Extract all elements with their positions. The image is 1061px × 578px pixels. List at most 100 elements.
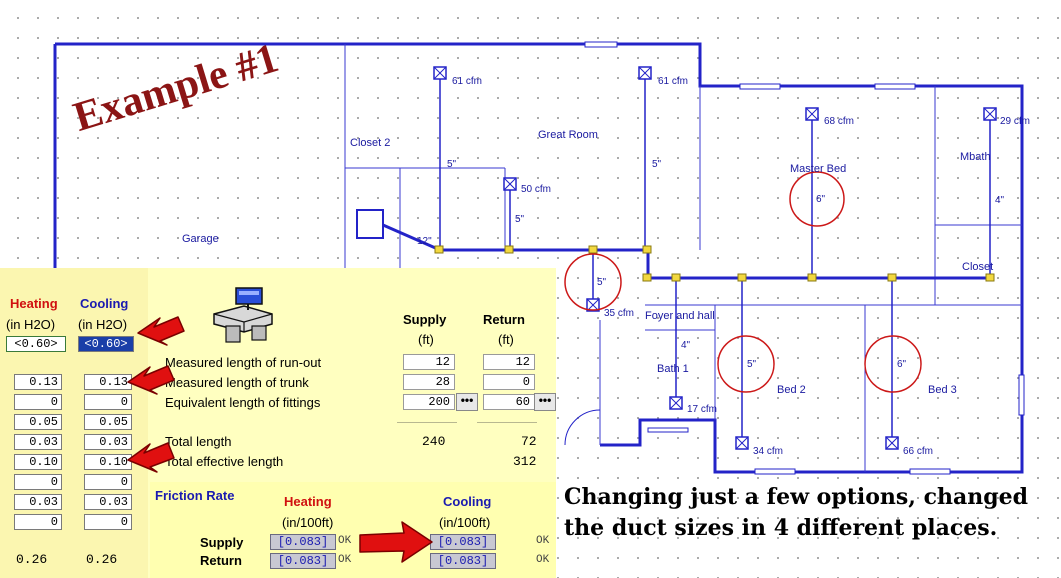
room-label-bed3: Bed 3 bbox=[928, 384, 957, 396]
duct-size-label: 4" bbox=[681, 340, 691, 351]
heating-unit: (in H2O) bbox=[6, 317, 56, 332]
cfm-label: 50 cfm bbox=[521, 184, 551, 195]
friction-heating-unit: (in/100ft) bbox=[282, 515, 334, 530]
friction-cooling-unit: (in/100ft) bbox=[439, 515, 491, 530]
room-label-garage: Garage bbox=[182, 233, 219, 245]
duct-size-label: 5" bbox=[652, 159, 662, 170]
duct-size-label: 5" bbox=[597, 277, 607, 288]
cfm-label: 29 cfm bbox=[1000, 116, 1030, 127]
friction-rate-title: Friction Rate bbox=[155, 488, 235, 503]
cfm-label: 66 cfm bbox=[903, 446, 933, 457]
cooling-top-value[interactable]: <0.60> bbox=[78, 336, 134, 352]
return-value[interactable]: 0 bbox=[483, 374, 535, 390]
heating-value[interactable]: 0.03 bbox=[14, 434, 62, 450]
cooling-value[interactable]: 0.13 bbox=[84, 374, 132, 390]
total-length-supply: 240 bbox=[422, 434, 446, 449]
cooling-value[interactable]: 0.10 bbox=[84, 454, 132, 470]
highlight-circle bbox=[717, 335, 775, 393]
duct-calc-panel: Heating Cooling (in H2O) (in H2O) <0.60>… bbox=[0, 268, 556, 578]
room-label-mbath: Mbath bbox=[960, 151, 991, 163]
cooling-value[interactable]: 0.03 bbox=[84, 434, 132, 450]
heating-supply-rate[interactable]: [0.083] bbox=[270, 534, 336, 550]
status-ok: OK bbox=[536, 535, 550, 547]
duct-fittings-icon bbox=[213, 287, 273, 343]
duct-size-label: 5" bbox=[747, 359, 757, 370]
return-fittings-button[interactable]: ••• bbox=[534, 393, 556, 411]
friction-rate-section: Friction Rate Heating Cooling (in/100ft)… bbox=[150, 482, 556, 578]
friction-cooling-header: Cooling bbox=[443, 494, 492, 509]
red-arrow-icon bbox=[127, 442, 175, 473]
heating-value[interactable]: 0.05 bbox=[14, 414, 62, 430]
cooling-unit: (in H2O) bbox=[78, 317, 128, 332]
total-length-label: Total length bbox=[165, 434, 232, 449]
cfm-label: 61 cfm bbox=[658, 76, 688, 87]
cfm-label: 17 cfm bbox=[687, 404, 717, 415]
supply-value[interactable]: 200 bbox=[403, 394, 455, 410]
red-arrow-icon bbox=[137, 316, 185, 346]
row-label: Equivalent length of fittings bbox=[165, 395, 321, 410]
duct-size-label: 6" bbox=[816, 194, 826, 205]
return-unit: (ft) bbox=[498, 332, 514, 347]
supply-value[interactable]: 28 bbox=[403, 374, 455, 390]
cooling-total: 0.26 bbox=[86, 552, 118, 567]
supply-fittings-button[interactable]: ••• bbox=[456, 393, 478, 411]
heating-return-rate[interactable]: [0.083] bbox=[270, 553, 336, 569]
status-ok: OK bbox=[338, 554, 352, 566]
room-label-bed2: Bed 2 bbox=[777, 384, 806, 396]
cooling-value[interactable]: 0 bbox=[84, 394, 132, 410]
heating-value[interactable]: 0 bbox=[14, 394, 62, 410]
heating-value[interactable]: 0.13 bbox=[14, 374, 62, 390]
friction-heating-header: Heating bbox=[284, 494, 332, 509]
cooling-value[interactable]: 0.03 bbox=[84, 494, 132, 510]
room-label-bath1: Bath 1 bbox=[657, 363, 689, 375]
red-arrow-icon bbox=[127, 365, 175, 395]
heating-total: 0.26 bbox=[16, 552, 48, 567]
duct-size-label: 6" bbox=[897, 359, 907, 370]
heating-value[interactable]: 0.03 bbox=[14, 494, 62, 510]
cfm-label: 34 cfm bbox=[753, 446, 783, 457]
cfm-label: 61 cfm bbox=[452, 76, 482, 87]
cooling-value[interactable]: 0 bbox=[84, 514, 132, 530]
total-length-return: 72 bbox=[521, 434, 537, 449]
cooling-value[interactable]: 0 bbox=[84, 474, 132, 490]
duct-size-label: 5" bbox=[515, 214, 525, 225]
row-label: Measured length of trunk bbox=[165, 375, 309, 390]
divider bbox=[477, 422, 537, 423]
duct-size-label: 12" bbox=[417, 236, 432, 247]
supply-unit: (ft) bbox=[418, 332, 434, 347]
caption-text: Changing just a few options, changed the… bbox=[564, 484, 1029, 541]
row-label: Measured length of run-out bbox=[165, 355, 322, 370]
supply-value[interactable]: 12 bbox=[403, 354, 455, 370]
cfm-label: 35 cfm bbox=[604, 308, 634, 319]
highlight-circle bbox=[864, 335, 922, 393]
friction-return-label: Return bbox=[200, 553, 242, 568]
status-ok: OK bbox=[338, 535, 352, 547]
heating-header: Heating bbox=[10, 296, 58, 311]
return-header: Return bbox=[483, 312, 525, 327]
cooling-value[interactable]: 0.05 bbox=[84, 414, 132, 430]
heating-value[interactable]: 0 bbox=[14, 474, 62, 490]
red-arrow-icon bbox=[359, 521, 433, 563]
highlight-circle bbox=[564, 253, 622, 311]
cfm-label: 68 cfm bbox=[824, 116, 854, 127]
cooling-return-rate[interactable]: [0.083] bbox=[430, 553, 496, 569]
divider bbox=[397, 422, 457, 423]
highlight-circle bbox=[789, 171, 845, 227]
total-effective-label: Total effective length bbox=[165, 454, 284, 469]
room-label-foyer: Foyer and hall bbox=[645, 310, 715, 322]
supply-header: Supply bbox=[403, 312, 447, 327]
return-value[interactable]: 12 bbox=[483, 354, 535, 370]
total-effective-value: 312 bbox=[513, 454, 537, 469]
heating-value[interactable]: 0 bbox=[14, 514, 62, 530]
duct-size-label: 5" bbox=[447, 159, 457, 170]
heating-top-value[interactable]: <0.60> bbox=[6, 336, 66, 352]
friction-supply-label: Supply bbox=[200, 535, 244, 550]
heating-value[interactable]: 0.10 bbox=[14, 454, 62, 470]
room-label-closet: Closet bbox=[962, 261, 993, 273]
room-label-master-bed: Master Bed bbox=[790, 163, 846, 175]
room-label-great-room: Great Room bbox=[538, 129, 598, 141]
duct-size-label: 4" bbox=[995, 195, 1005, 206]
room-label-closet2: Closet 2 bbox=[350, 137, 390, 149]
